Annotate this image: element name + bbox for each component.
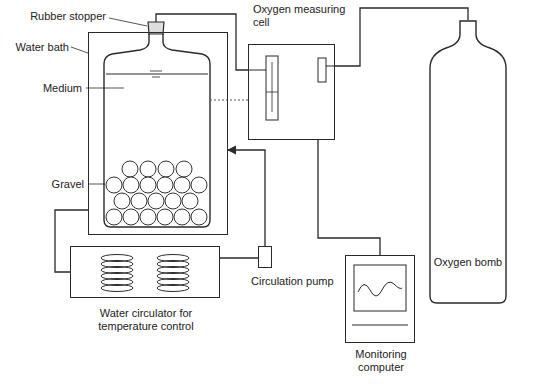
- gravel-stone: [174, 177, 190, 193]
- gravel-stone: [182, 193, 198, 209]
- gravel-stone: [157, 209, 173, 225]
- gravel-stone: [191, 177, 207, 193]
- part-label: Rubber stopper: [20, 10, 106, 23]
- part-label: Medium: [20, 82, 82, 95]
- gravel-stone: [123, 209, 139, 225]
- water-circulator: Water circulator for temperature control: [70, 246, 220, 298]
- gravel-stone: [191, 209, 207, 225]
- circulation-pump: Circulation pump: [258, 246, 272, 268]
- oxygen-inlet: [318, 58, 326, 82]
- surface-mark: [152, 77, 160, 78]
- gravel-stone: [158, 161, 174, 177]
- monitoring-computer: Monitoring computer: [345, 255, 415, 343]
- oxygen-measuring-cell: Oxygen measuring cell: [248, 44, 335, 140]
- gravel-stone: [106, 177, 122, 193]
- node-label: Oxygen measuring cell: [253, 3, 353, 29]
- cell-tube: [248, 70, 266, 71]
- node-label: Oxygen bomb: [433, 256, 503, 269]
- gravel-stone: [123, 177, 139, 193]
- leader-line: [109, 18, 147, 26]
- leader-line: [86, 88, 124, 89]
- gravel-stone: [140, 177, 156, 193]
- node-label: Monitoring computer: [336, 348, 426, 374]
- water-bath: Water bath: [88, 32, 228, 235]
- leader-line: [88, 184, 105, 185]
- leader-line: [71, 47, 88, 53]
- sample-tube: [210, 100, 248, 101]
- node-label: Water bath: [5, 41, 69, 54]
- cell-tube: [326, 66, 335, 67]
- electrode-wire: [272, 62, 273, 112]
- gravel-stone: [174, 209, 190, 225]
- gas-cylinder: [430, 21, 506, 303]
- gravel-stone: [122, 161, 138, 177]
- gravel-stone: [140, 209, 156, 225]
- node-label: Circulation pump: [251, 275, 343, 288]
- tube-connector: [55, 210, 88, 272]
- surface-mark: [150, 71, 162, 72]
- gravel-stone: [176, 161, 192, 177]
- node-label: Water circulator for temperature control: [76, 307, 216, 333]
- medium-surface: [106, 74, 208, 75]
- oxygen-bomb: Oxygen bomb: [428, 20, 508, 305]
- heating-coil: [101, 285, 133, 292]
- gravel-stone: [165, 193, 181, 209]
- gravel-stone: [106, 209, 122, 225]
- oxygen-trace: [358, 282, 402, 296]
- gravel-stone: [114, 193, 130, 209]
- culture-bottle: [104, 32, 210, 227]
- tube-connector: [318, 140, 380, 255]
- tube-connector: [220, 257, 258, 258]
- computer-base: [352, 325, 408, 326]
- tube-connector: [156, 14, 248, 70]
- electrode-mark: [266, 92, 278, 93]
- monitor-screen: [354, 265, 406, 311]
- gravel-stone: [140, 161, 156, 177]
- gravel-stone: [157, 177, 173, 193]
- tube-connector: [228, 150, 265, 246]
- electrode: [266, 56, 278, 120]
- gravel-stone: [131, 193, 147, 209]
- part-label: Gravel: [20, 178, 84, 191]
- cooling-coil: [157, 285, 189, 292]
- gravel-stone: [148, 193, 164, 209]
